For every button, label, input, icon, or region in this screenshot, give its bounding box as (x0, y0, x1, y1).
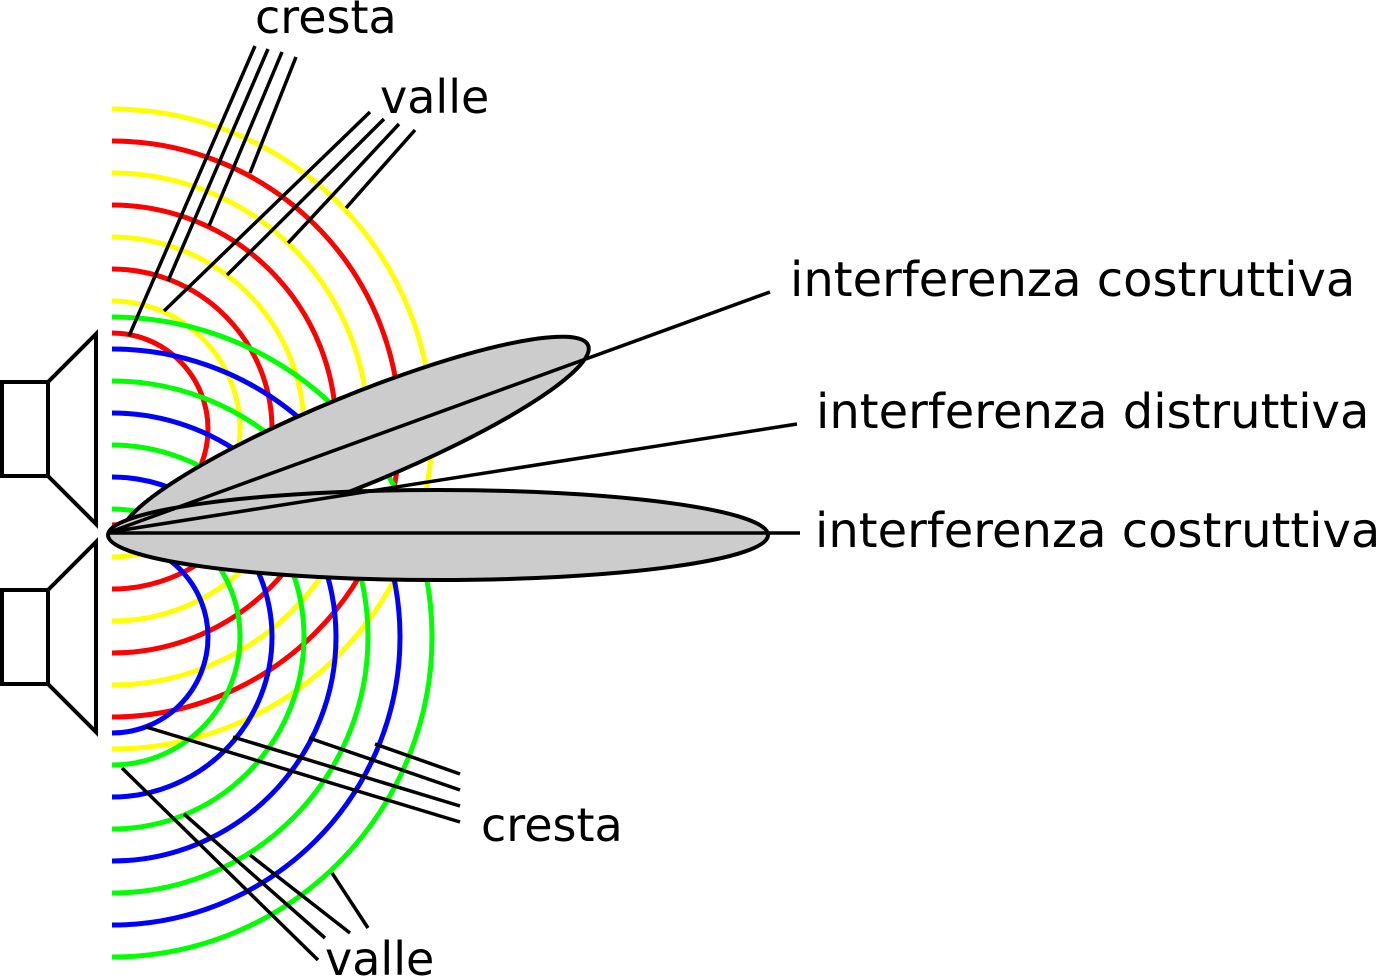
lower-crest-arc (111, 410, 339, 864)
upper-speaker-cone (46, 329, 98, 529)
lower-trough-arc (111, 378, 371, 896)
lower-speaker (0, 537, 98, 737)
top-trough-label: valle (380, 70, 489, 124)
top-crest-leaders (127, 45, 298, 337)
destructive-line (109, 422, 798, 534)
bottom-trough-label: valle (325, 932, 434, 980)
constructive-line-upper (109, 290, 771, 534)
top-trough-leaders (162, 110, 417, 313)
constructive-lobe-lower (106, 488, 770, 582)
lower-speaker-cone (46, 537, 98, 737)
destructive-interference-label: interferenza distruttiva (816, 384, 1369, 440)
top-crest-label: cresta (255, 0, 397, 44)
bottom-trough-leaders (120, 766, 370, 962)
upper-speaker (0, 329, 98, 529)
lower-trough-arc (111, 314, 435, 960)
upper-speaker-magnet (0, 380, 50, 478)
bottom-crest-label: cresta (481, 798, 623, 852)
bottom-crest-leaders (145, 725, 461, 824)
lower-speaker-magnet (0, 588, 50, 686)
constructive-interference-label-upper: interferenza costruttiva (790, 252, 1355, 308)
constructive-interference-label-lower: interferenza costruttiva (815, 503, 1380, 559)
